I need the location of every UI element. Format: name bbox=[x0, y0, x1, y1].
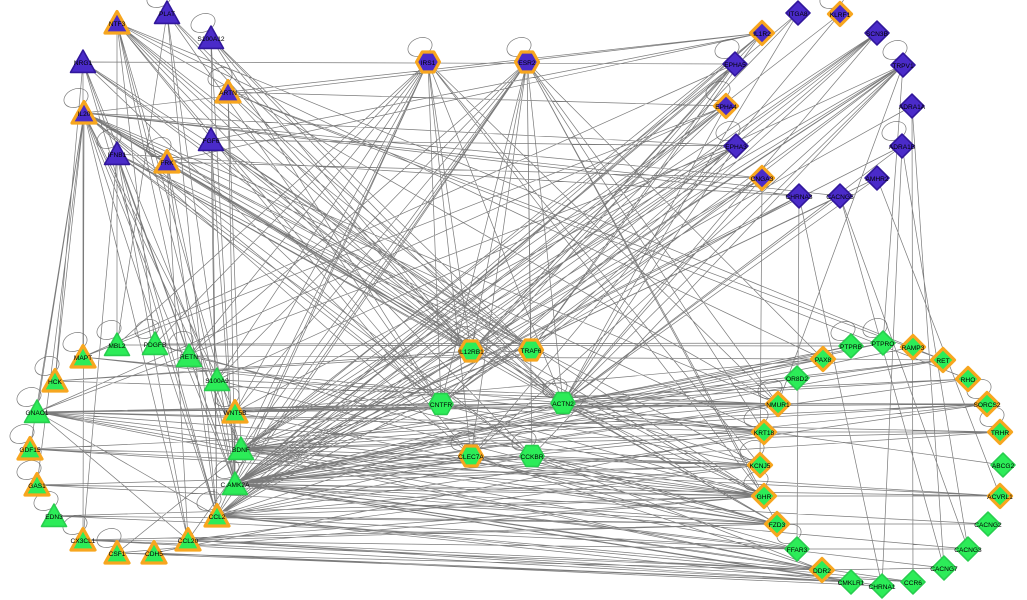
svg-text:CSF1: CSF1 bbox=[109, 551, 126, 558]
svg-text:S100A12: S100A12 bbox=[197, 36, 224, 43]
svg-text:PTPRB: PTPRB bbox=[840, 344, 863, 351]
svg-text:CACNG3: CACNG3 bbox=[954, 547, 982, 554]
svg-text:CCR6: CCR6 bbox=[904, 580, 922, 587]
svg-text:NTF3: NTF3 bbox=[109, 21, 126, 28]
svg-text:ACTN2: ACTN2 bbox=[552, 401, 574, 408]
svg-text:IL1R2: IL1R2 bbox=[753, 31, 771, 38]
svg-text:OR8D2: OR8D2 bbox=[786, 376, 808, 383]
svg-text:EPHA3: EPHA3 bbox=[725, 144, 747, 151]
svg-text:TRAF6: TRAF6 bbox=[521, 348, 542, 355]
svg-text:CHRNA3: CHRNA3 bbox=[785, 194, 812, 201]
svg-text:RET: RET bbox=[936, 358, 949, 365]
svg-text:IRS1: IRS1 bbox=[421, 60, 436, 67]
svg-text:AMHR2: AMHR2 bbox=[865, 176, 888, 183]
svg-text:KRT18: KRT18 bbox=[754, 430, 775, 437]
svg-text:S100A9: S100A9 bbox=[205, 378, 229, 385]
svg-text:KLRF1: KLRF1 bbox=[830, 12, 851, 19]
svg-text:EPHA5: EPHA5 bbox=[724, 62, 746, 69]
svg-text:KCNJ5: KCNJ5 bbox=[750, 463, 771, 470]
svg-text:GDF15: GDF15 bbox=[19, 447, 41, 454]
svg-text:ADRA1B: ADRA1B bbox=[889, 144, 916, 151]
svg-text:TRPV1: TRPV1 bbox=[892, 63, 914, 70]
svg-text:SCN3B: SCN3B bbox=[866, 31, 889, 38]
svg-text:BDNF: BDNF bbox=[232, 447, 250, 454]
svg-text:EDN3: EDN3 bbox=[45, 514, 63, 521]
svg-text:CMKLR1: CMKLR1 bbox=[838, 580, 865, 587]
svg-text:FGF6: FGF6 bbox=[203, 138, 220, 145]
svg-text:IFNB1: IFNB1 bbox=[108, 152, 127, 159]
svg-text:CDH5: CDH5 bbox=[145, 551, 163, 558]
svg-text:MBL2: MBL2 bbox=[108, 343, 126, 350]
svg-text:CCKBR: CCKBR bbox=[520, 454, 543, 461]
svg-text:CHRNA1: CHRNA1 bbox=[868, 584, 895, 591]
svg-text:RETN: RETN bbox=[180, 354, 198, 361]
svg-text:ARTN: ARTN bbox=[219, 90, 237, 97]
svg-text:PAX8: PAX8 bbox=[815, 357, 832, 364]
svg-text:RHO: RHO bbox=[961, 377, 976, 384]
svg-text:CNGA3: CNGA3 bbox=[751, 176, 774, 183]
svg-text:GHR: GHR bbox=[757, 494, 772, 501]
svg-text:GAS1: GAS1 bbox=[28, 483, 46, 490]
svg-text:CNTFR: CNTFR bbox=[430, 402, 453, 409]
svg-text:MAPT: MAPT bbox=[74, 355, 92, 362]
svg-text:ESR2: ESR2 bbox=[518, 60, 536, 67]
svg-text:EPHA4: EPHA4 bbox=[715, 104, 737, 111]
svg-text:FZD3: FZD3 bbox=[769, 522, 786, 529]
svg-text:ACVRL1: ACVRL1 bbox=[987, 494, 1013, 501]
svg-text:IL12RB1: IL12RB1 bbox=[458, 349, 484, 356]
svg-text:PLAT: PLAT bbox=[159, 11, 175, 18]
svg-text:PTPRO: PTPRO bbox=[872, 341, 895, 348]
svg-text:IL20: IL20 bbox=[78, 111, 91, 118]
svg-text:CACNG2: CACNG2 bbox=[974, 522, 1002, 529]
svg-text:NRG1: NRG1 bbox=[74, 60, 93, 67]
svg-text:PDGFB: PDGFB bbox=[144, 342, 167, 349]
svg-text:CX3CL1: CX3CL1 bbox=[71, 538, 96, 545]
svg-text:WNT5B: WNT5B bbox=[223, 410, 247, 417]
svg-text:ABCG2: ABCG2 bbox=[992, 463, 1015, 470]
svg-text:FRK: FRK bbox=[160, 160, 174, 167]
svg-text:DDR2: DDR2 bbox=[813, 568, 831, 575]
svg-text:SORCS2: SORCS2 bbox=[973, 402, 1000, 409]
svg-text:FFAR3: FFAR3 bbox=[787, 547, 808, 554]
svg-text:GNAO1: GNAO1 bbox=[25, 410, 48, 417]
svg-text:ADRA1A: ADRA1A bbox=[899, 104, 926, 111]
svg-text:CACNG7: CACNG7 bbox=[930, 566, 958, 573]
svg-text:CCL2: CCL2 bbox=[209, 514, 226, 521]
svg-text:RAMP3: RAMP3 bbox=[902, 345, 925, 352]
svg-text:TRHR: TRHR bbox=[991, 430, 1010, 437]
svg-text:HCK: HCK bbox=[48, 379, 63, 386]
svg-text:NMUR1: NMUR1 bbox=[766, 402, 790, 409]
svg-text:CLEC7A: CLEC7A bbox=[458, 454, 484, 461]
svg-text:C.AMK2A: C.AMK2A bbox=[221, 482, 251, 489]
svg-text:CACNG5: CACNG5 bbox=[826, 194, 854, 201]
svg-text:CCL20: CCL20 bbox=[178, 538, 199, 545]
svg-text:ITGA8: ITGA8 bbox=[788, 11, 807, 18]
